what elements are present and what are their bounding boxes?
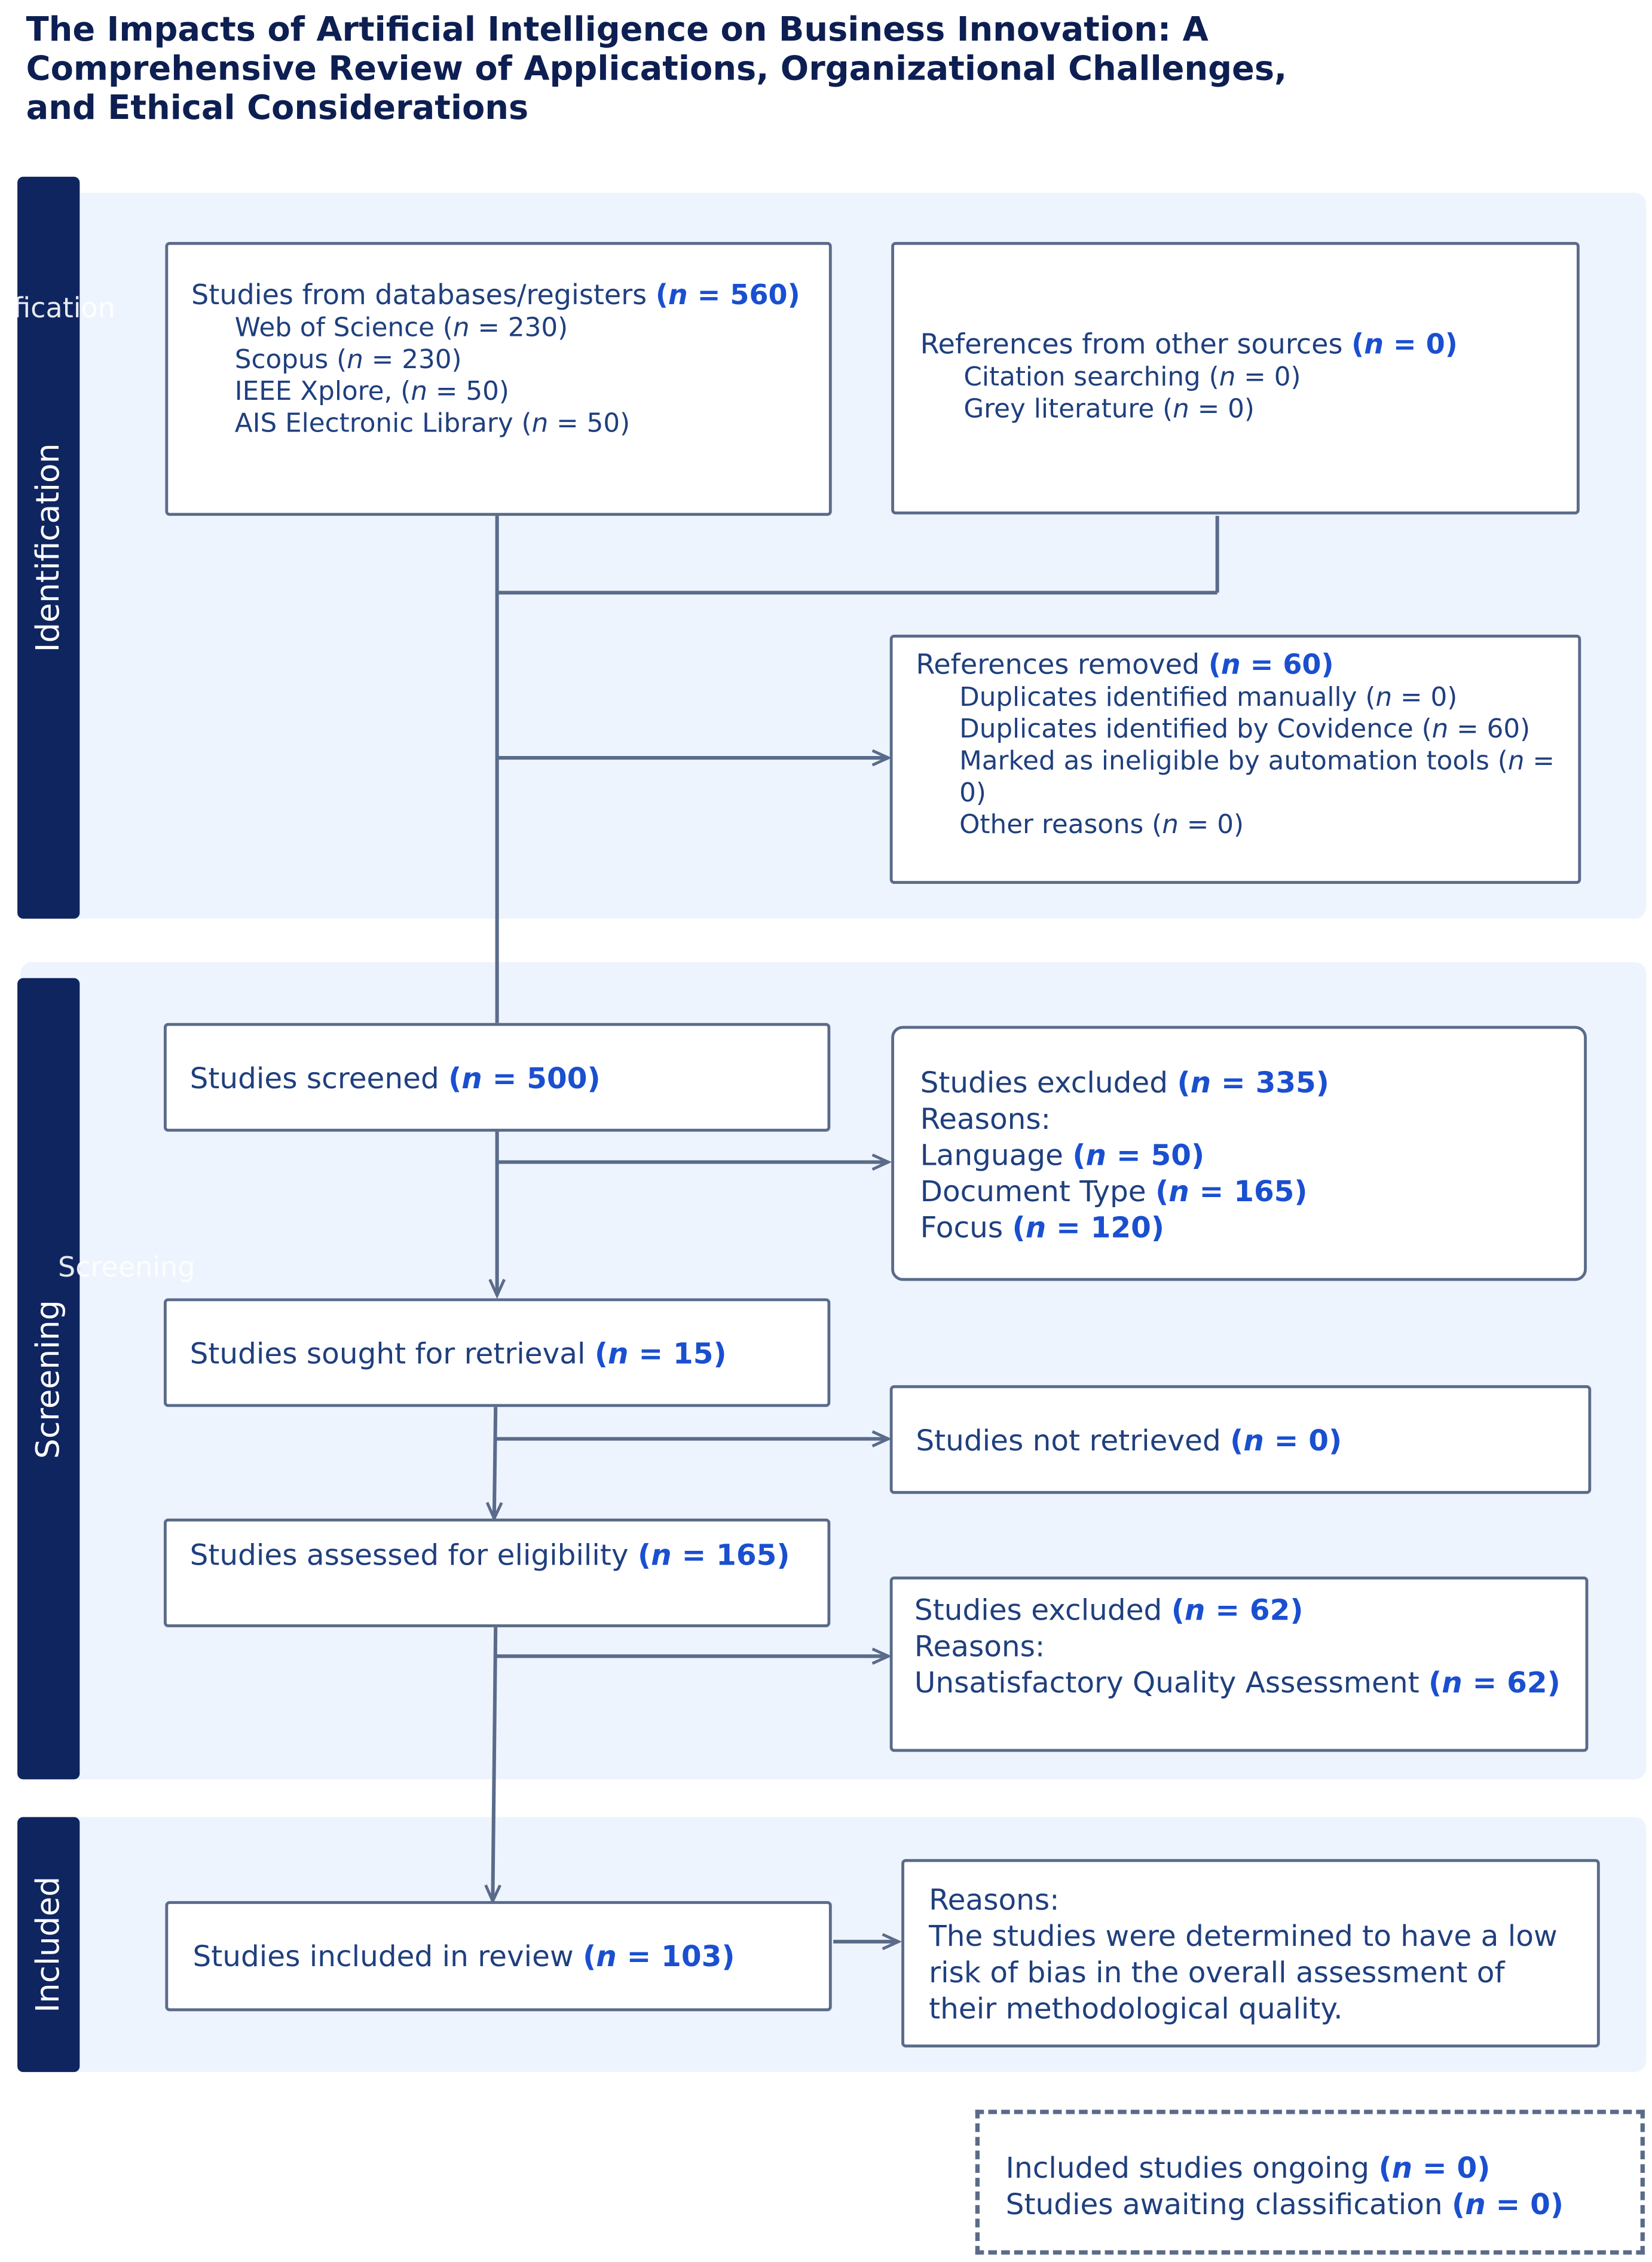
other-sources-item: Citation searching (n = 0) bbox=[963, 362, 1301, 393]
databases-count: 560 bbox=[730, 279, 788, 312]
ongoing-item: Included studies ongoing (n = 0) bbox=[1005, 2150, 1491, 2186]
excluded-eligibility-count: 62 bbox=[1249, 1592, 1290, 1627]
not-retrieved-count: 0 bbox=[1308, 1422, 1329, 1458]
databases-item: Scopus (n = 230) bbox=[234, 345, 462, 375]
removed-item: Duplicates identified by Covidence (n = … bbox=[959, 714, 1531, 745]
identification-ghost-label: Identification bbox=[0, 292, 115, 325]
not-retrieved-box: Studies not retrieved (n = 0) bbox=[889, 1385, 1592, 1494]
screened-count: 500 bbox=[527, 1060, 588, 1095]
excluded-eligibility-item: Unsatisfactory Quality Assessment (n = 6… bbox=[914, 1664, 1561, 1700]
included-sidebar: Included bbox=[17, 1817, 80, 2073]
removed-title: References removed bbox=[916, 649, 1200, 681]
excluded-screening-count: 335 bbox=[1255, 1065, 1316, 1100]
eligibility-count: 165 bbox=[716, 1537, 777, 1572]
excluded-eligibility-box: Studies excluded (n = 62) Reasons: Unsat… bbox=[889, 1576, 1589, 1752]
removed-item: Marked as ineligible by automation tools… bbox=[959, 746, 1555, 809]
excluded-screening-reasons-label: Reasons: bbox=[920, 1101, 1051, 1136]
removed-item: Other reasons (n = 0) bbox=[959, 810, 1244, 841]
excluded-eligibility-reasons-label: Reasons: bbox=[914, 1629, 1045, 1664]
screened-title: Studies screened bbox=[189, 1060, 439, 1095]
included-reasons-label: Reasons: bbox=[929, 1882, 1060, 1917]
included-box: Studies included in review (n = 103) bbox=[165, 1901, 832, 2012]
excluded-screening-box: Studies excluded (n = 335) Reasons: Lang… bbox=[891, 1026, 1587, 1281]
ongoing-item: Studies awaiting classification (n = 0) bbox=[1005, 2186, 1564, 2221]
eligibility-title: Studies assessed for eligibility bbox=[189, 1537, 629, 1572]
identification-sidebar: Identification bbox=[17, 176, 80, 919]
databases-item: Web of Science (n = 230) bbox=[234, 313, 568, 344]
included-title: Studies included in review bbox=[192, 1939, 574, 1974]
other-sources-box: References from other sources (n = 0) Ci… bbox=[891, 241, 1580, 515]
removed-count: 60 bbox=[1283, 649, 1321, 681]
excluded-screening-item: Focus (n = 120) bbox=[920, 1210, 1165, 1245]
retrieval-count: 15 bbox=[672, 1336, 714, 1371]
excluded-screening-title: Studies excluded bbox=[920, 1065, 1168, 1100]
eligibility-box: Studies assessed for eligibility (n = 16… bbox=[163, 1518, 831, 1627]
retrieval-box: Studies sought for retrieval (n = 15) bbox=[163, 1298, 831, 1407]
references-removed-box: References removed (n = 60) Duplicates i… bbox=[889, 634, 1581, 884]
removed-item: Duplicates identified manually (n = 0) bbox=[959, 682, 1458, 713]
included-reasons-text: The studies were determined to have a lo… bbox=[929, 1918, 1558, 2026]
included-count: 103 bbox=[661, 1939, 722, 1974]
excluded-eligibility-title: Studies excluded bbox=[914, 1592, 1162, 1627]
not-retrieved-title: Studies not retrieved bbox=[916, 1422, 1221, 1458]
retrieval-title: Studies sought for retrieval bbox=[189, 1336, 586, 1371]
databases-title: Studies from databases/registers bbox=[191, 279, 647, 312]
ongoing-studies-box: Included studies ongoing (n = 0) Studies… bbox=[975, 2110, 1645, 2255]
databases-item: AIS Electronic Library (n = 50) bbox=[234, 408, 631, 439]
databases-item: IEEE Xplore, (n = 50) bbox=[234, 377, 509, 408]
screened-box: Studies screened (n = 500) bbox=[163, 1023, 831, 1132]
other-sources-count: 0 bbox=[1425, 329, 1445, 361]
databases-box: Studies from databases/registers (n = 56… bbox=[165, 241, 832, 516]
screening-ghost-label: Screening bbox=[57, 1251, 195, 1284]
other-sources-item: Grey literature (n = 0) bbox=[963, 394, 1255, 425]
screening-sidebar: Screening bbox=[17, 978, 80, 1780]
included-reasons-box: Reasons: The studies were determined to … bbox=[901, 1859, 1600, 2047]
excluded-screening-item: Document Type (n = 165) bbox=[920, 1173, 1308, 1209]
other-sources-title: References from other sources bbox=[920, 329, 1343, 361]
diagram-title: The Impacts of Artificial Intelligence o… bbox=[26, 11, 1287, 128]
excluded-screening-item: Language (n = 50) bbox=[920, 1137, 1205, 1173]
